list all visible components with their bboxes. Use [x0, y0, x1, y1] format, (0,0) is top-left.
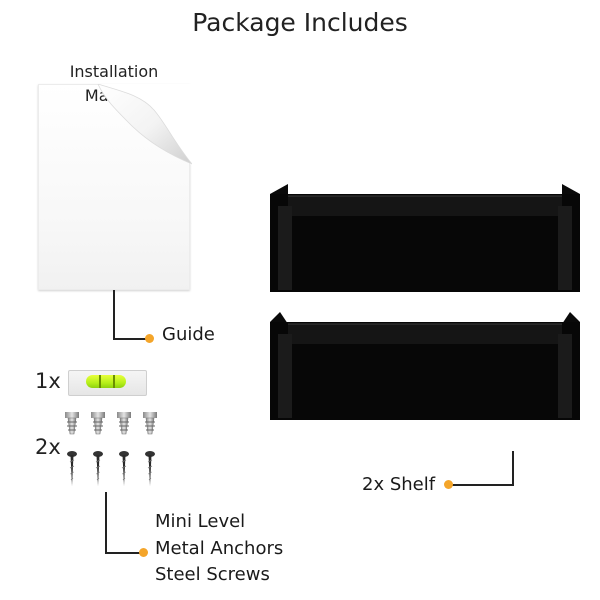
shelf-callout-line [512, 451, 514, 486]
metal-anchors-label: Metal Anchors [155, 538, 284, 559]
manual-title-line1: Installation [69, 62, 159, 81]
steel-screw-icon [93, 451, 103, 486]
metal-anchor-icon [117, 412, 131, 435]
page-curl-icon [97, 84, 192, 166]
guide-callout-dot [145, 334, 154, 343]
steel-screw-icon [67, 451, 77, 486]
hardware-callout-line-h [105, 552, 143, 554]
hardware-quantity: 2x [35, 435, 61, 459]
page-title: Package Includes [192, 8, 408, 37]
metal-anchor-icon [65, 412, 79, 435]
hardware-callout-line [105, 492, 107, 554]
guide-label: Guide [162, 324, 215, 345]
anchors-and-screws-image [65, 412, 157, 486]
mini-level-label: Mini Level [155, 511, 246, 532]
steel-screws-label: Steel Screws [155, 564, 270, 585]
metal-anchor-icon [143, 412, 157, 435]
hardware-callout-dot [139, 548, 148, 557]
shelf-image-bottom [270, 312, 580, 420]
shelf-image-top [270, 184, 580, 292]
shelf-label: 2x Shelf [362, 474, 436, 495]
level-vial-mark-left [99, 375, 101, 388]
level-vial-mark-right [113, 375, 115, 388]
guide-callout-line [113, 290, 115, 340]
steel-screw-icon [145, 451, 155, 486]
level-quantity: 1x [35, 369, 61, 393]
shelf-callout-dot [444, 480, 453, 489]
guide-callout-line-h [113, 338, 149, 340]
shelf-callout-line-h [452, 484, 514, 486]
metal-anchor-icon [91, 412, 105, 435]
steel-screw-icon [119, 451, 129, 486]
level-vial [86, 375, 126, 388]
